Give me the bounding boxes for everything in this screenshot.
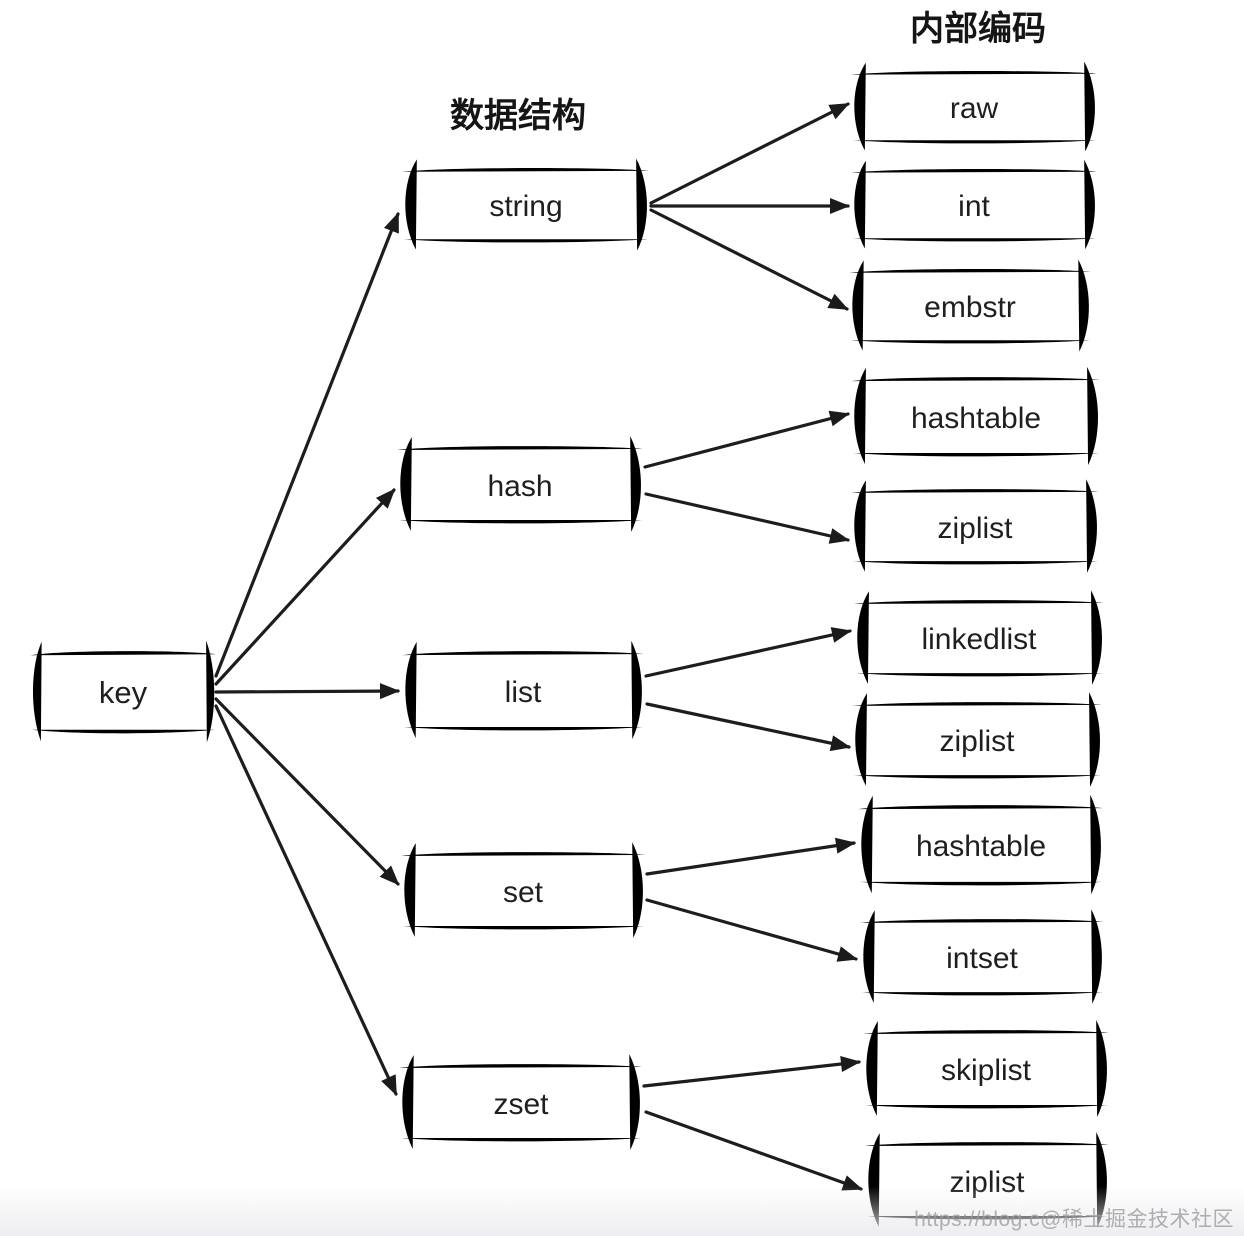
node-string: string — [402, 158, 649, 251]
arrow-string-raw — [649, 102, 850, 205]
header-data-structure: 数据结构 — [450, 97, 586, 135]
node-list-linkedlist: linkedlist — [854, 590, 1104, 685]
node-string-raw-label: raw — [950, 92, 999, 125]
node-set-label: set — [503, 876, 544, 909]
node-key: key — [30, 640, 216, 743]
node-hash: hash — [397, 436, 643, 532]
arrow-key-hash — [214, 488, 396, 686]
arrow-key-list — [214, 683, 400, 700]
arrow-zset-ziplist — [644, 1110, 863, 1191]
arrow-zset-skiplist — [642, 1056, 861, 1088]
node-list-ziplist: ziplist — [852, 692, 1102, 787]
node-hash-ziplist-label: ziplist — [937, 512, 1013, 545]
arrow-set-intset — [645, 898, 858, 962]
node-string-int-label: int — [958, 190, 990, 223]
node-string-label: string — [489, 190, 562, 223]
arrow-key-string — [214, 212, 400, 678]
node-list-ziplist-label: ziplist — [939, 725, 1015, 758]
node-string-embstr: embstr — [849, 259, 1091, 352]
node-zset-ziplist-label: ziplist — [949, 1166, 1025, 1199]
node-list-linkedlist-label: linkedlist — [921, 623, 1037, 656]
node-zset: zset — [399, 1054, 642, 1150]
node-hash-ziplist: ziplist — [851, 479, 1099, 573]
node-key-label: key — [99, 675, 148, 710]
node-zset-skiplist-label: skiplist — [941, 1054, 1032, 1087]
arrow-string-embstr — [649, 208, 849, 311]
node-list-label: list — [505, 676, 542, 709]
node-string-raw: raw — [851, 61, 1097, 152]
header-internal-encoding: 内部编码 — [910, 10, 1046, 48]
watermark: https://blog.c@稀土掘金技术社区 — [914, 1208, 1234, 1231]
arrow-hash-ziplist — [644, 492, 850, 544]
node-hash-hashtable-label: hashtable — [911, 402, 1041, 435]
arrow-hash-hashtable — [643, 410, 850, 469]
arrow-set-hashtable — [645, 837, 856, 876]
arrow-list-ziplist — [645, 702, 851, 752]
node-set: set — [401, 842, 645, 938]
node-hash-label: hash — [487, 470, 552, 503]
arrow-list-linkedlist — [644, 627, 852, 678]
node-set-hashtable-label: hashtable — [916, 830, 1046, 863]
node-string-embstr-label: embstr — [924, 291, 1016, 324]
node-zset-label: zset — [493, 1088, 549, 1121]
node-set-intset-label: intset — [946, 942, 1018, 975]
arrow-key-zset — [214, 704, 398, 1096]
node-zset-skiplist: skiplist — [863, 1020, 1109, 1117]
node-set-intset: intset — [860, 909, 1104, 1004]
node-set-hashtable: hashtable — [858, 794, 1103, 895]
node-string-int: int — [851, 159, 1097, 250]
node-list: list — [402, 640, 644, 740]
arrow-key-set — [214, 697, 400, 886]
node-hash-hashtable: hashtable — [851, 366, 1100, 466]
